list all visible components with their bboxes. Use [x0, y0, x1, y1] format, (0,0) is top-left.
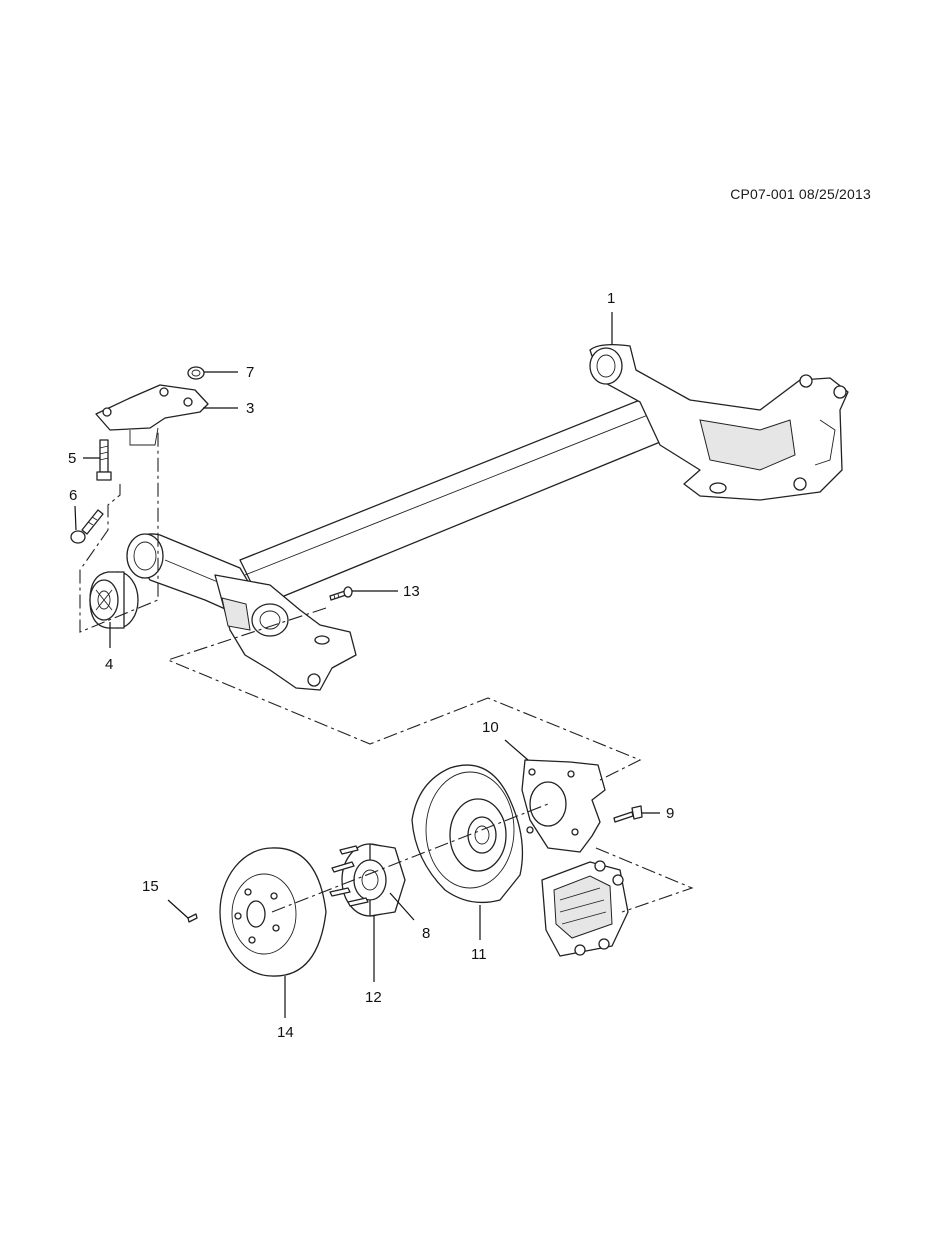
brake-backing-plate: [411, 764, 524, 904]
callout-3: 3: [246, 400, 254, 417]
diagram-reference-code: CP07-001 08/25/2013: [730, 186, 871, 202]
bracket-bolt: [96, 439, 112, 481]
callout-5: 5: [68, 450, 76, 467]
callout-1: 1: [607, 290, 615, 307]
disc-retaining-screw: [187, 913, 198, 923]
spindle-bolt: [329, 586, 353, 601]
assembly-reference-lines: [79, 430, 694, 913]
callout-11: 11: [471, 946, 487, 963]
axle-bracket: [95, 384, 209, 446]
callout-7: 7: [246, 364, 254, 381]
callout-14: 14: [277, 1024, 294, 1041]
bracket-nut: [187, 366, 205, 380]
brake-caliper: [541, 860, 629, 957]
callout-4: 4: [105, 656, 113, 673]
callout-15: 15: [142, 878, 159, 895]
callout-13: 13: [403, 583, 420, 600]
axle-bushing: [89, 571, 139, 629]
bushing-bolt: [70, 509, 104, 544]
callout-12: 12: [365, 989, 382, 1006]
rear-axle-beam: [126, 344, 849, 691]
callout-8: 8: [422, 925, 430, 942]
callout-labels: 1 3 4 5 6 7 8 9 10 11 12 13 14 15: [68, 290, 674, 1041]
callout-9: 9: [666, 805, 674, 822]
callout-leaders: [74, 312, 660, 1018]
callout-6: 6: [69, 487, 77, 504]
callout-10: 10: [482, 719, 499, 736]
wheel-hub-bearing: [329, 843, 406, 917]
plate-bolt: [613, 805, 643, 823]
brake-mounting-plate: [521, 759, 606, 853]
